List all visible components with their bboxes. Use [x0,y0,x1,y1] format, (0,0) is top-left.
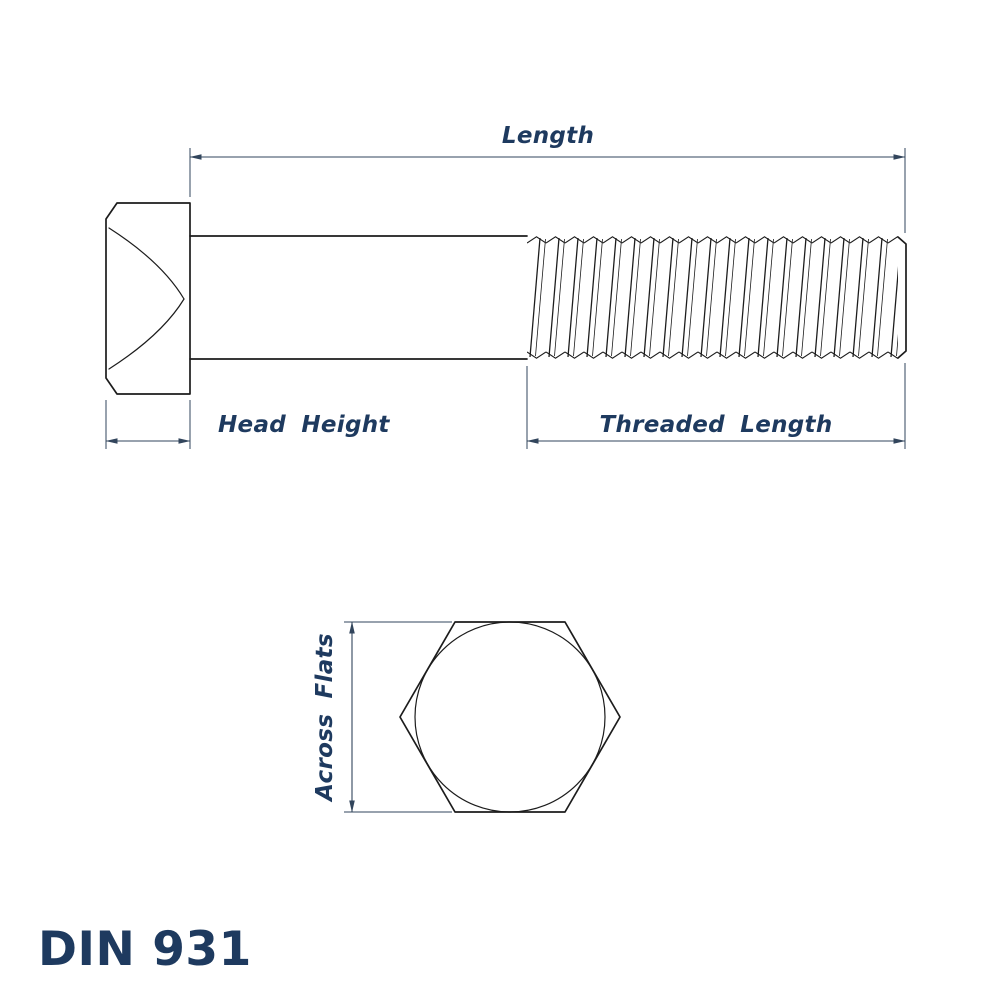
bolt-end-view: Across Flats [312,621,621,813]
bolt-head-chamfer-curve-bottom [108,298,185,370]
head-height-label: Head Height [218,412,390,438]
head-height-dimension: Head Height [105,400,390,449]
bolt-thread-section [527,236,898,359]
bolt-head-chamfer-curve-top [108,227,185,300]
inscribed-circle [414,621,606,813]
bolt-side-view: Length Head Height Threaded Length [105,123,907,449]
across-flats-dimension: Across Flats [312,621,452,813]
drawing-title: DIN 931 [38,922,252,977]
across-flats-label: Across Flats [312,633,338,803]
bolt-end-chamfer [897,236,907,359]
threaded-length-dimension: Threaded Length [526,363,906,449]
length-dimension: Length [189,123,906,233]
length-label: Length [502,123,594,149]
hexagon-outline [399,621,621,813]
threaded-length-label: Threaded Length [599,412,832,438]
bolt-head-outline [105,202,191,395]
